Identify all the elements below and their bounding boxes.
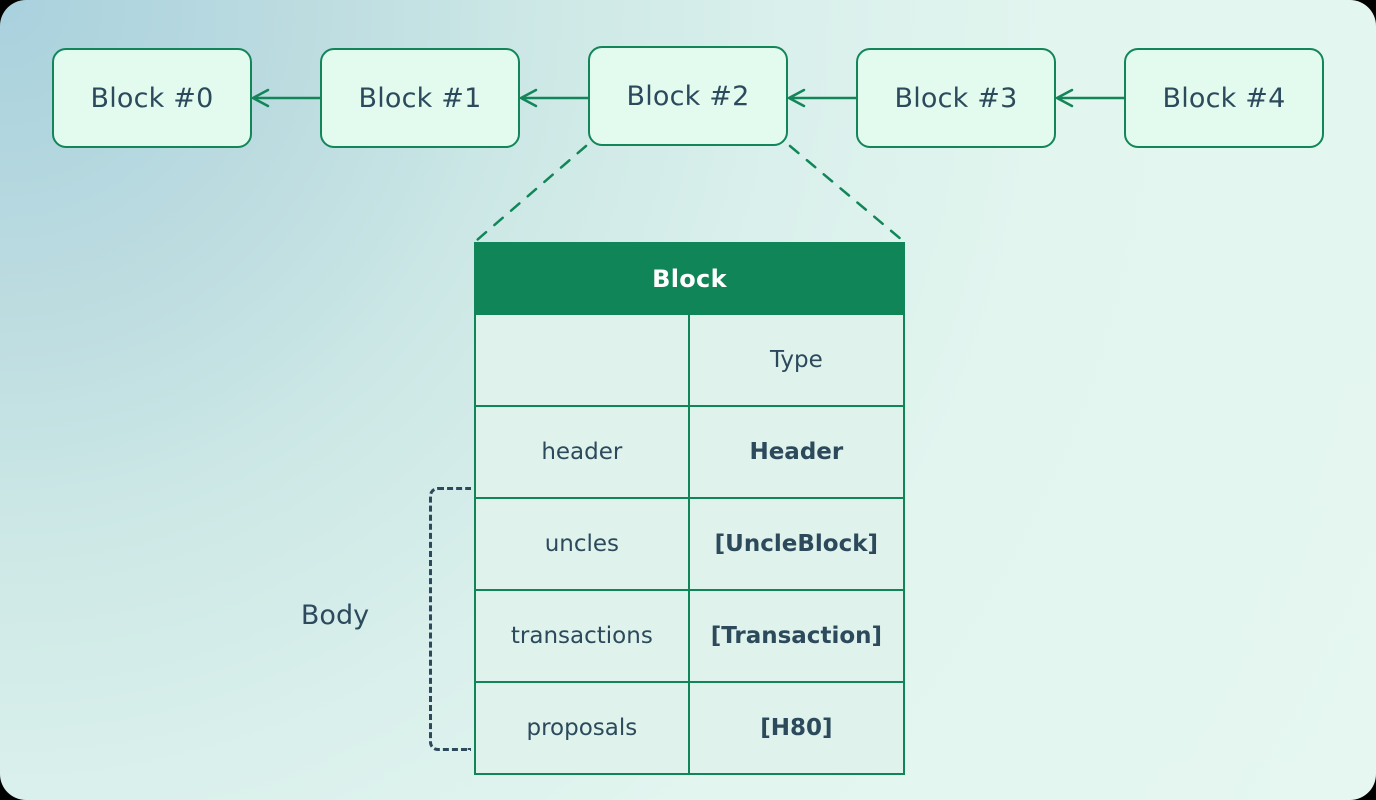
table-title-row: Block (475, 243, 904, 314)
cell-type-column-heading: Type (687, 313, 906, 407)
cell-field-name-header: header (474, 405, 690, 499)
table-title: Block (475, 243, 904, 314)
cell-field-name-proposals: proposals (474, 681, 690, 775)
arrow-block4-to-block3 (1055, 88, 1124, 108)
cell-field-type-uncles: [UncleBlock] (687, 497, 906, 591)
body-bracket (429, 487, 471, 751)
arrow-block3-to-block2 (787, 88, 856, 108)
cell-field-name-transactions: transactions (474, 589, 690, 683)
cell-field-name-uncles: uncles (474, 497, 690, 591)
chain-block-2[interactable]: Block #2 (588, 46, 788, 146)
chain-block-0[interactable]: Block #0 (52, 48, 252, 148)
expansion-line-left (475, 144, 588, 242)
cell-field-type-proposals: [H80] (687, 681, 906, 775)
cell-field-type-transactions: [Transaction] (687, 589, 906, 683)
arrow-block2-to-block1 (519, 88, 588, 108)
table-row: uncles [UncleBlock] (474, 497, 906, 591)
cell-field-name-blank (474, 313, 690, 407)
cell-field-type-header: Header (687, 405, 906, 499)
chain-block-3[interactable]: Block #3 (856, 48, 1056, 148)
block-detail-table: Block Type header Header uncles [UncleBl… (474, 242, 906, 775)
table-row: Type (474, 313, 906, 407)
arrow-block1-to-block0 (251, 88, 320, 108)
expansion-line-right (788, 144, 904, 242)
chain-block-4[interactable]: Block #4 (1124, 48, 1324, 148)
chain-block-1[interactable]: Block #1 (320, 48, 520, 148)
table-row: proposals [H80] (474, 681, 906, 775)
table-row: header Header (474, 405, 906, 499)
body-label: Body (300, 600, 370, 631)
table-row: transactions [Transaction] (474, 589, 906, 683)
